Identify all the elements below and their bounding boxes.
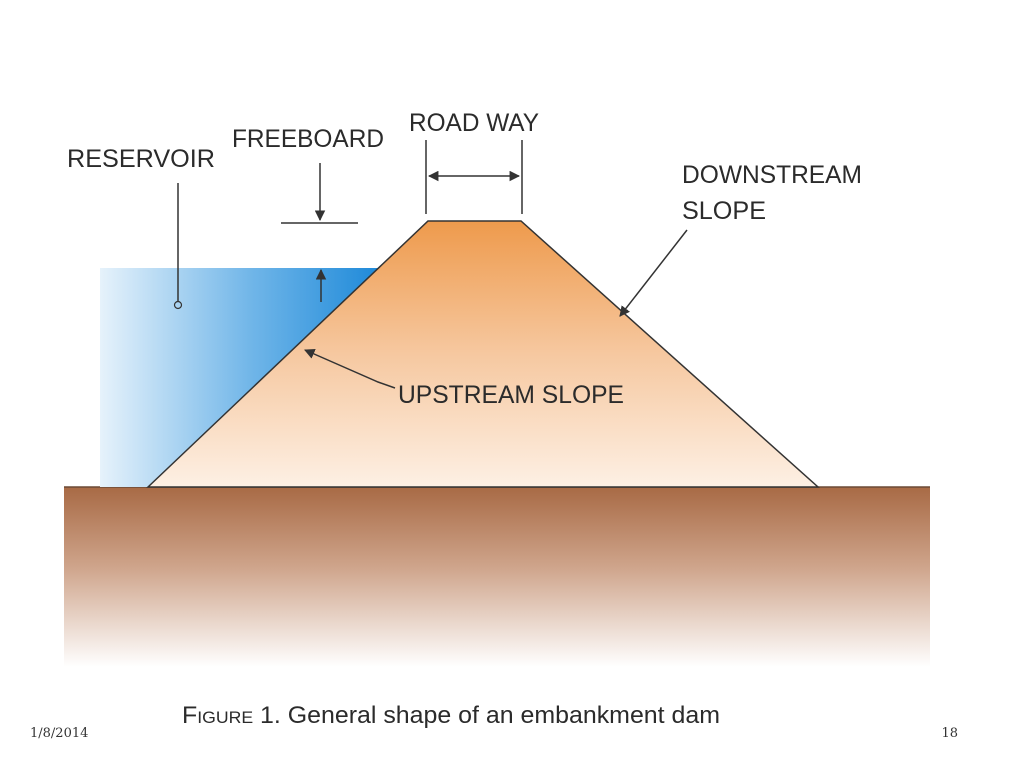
embankment-body — [146, 220, 820, 488]
foundation-ground — [64, 487, 930, 667]
label-freeboard: FREEBOARD — [232, 125, 384, 153]
reservoir-water — [100, 268, 378, 487]
label-upstream-slope: UPSTREAM SLOPE — [398, 381, 624, 409]
figure-caption: Figure 1. General shape of an embankment… — [182, 702, 720, 729]
label-reservoir: RESERVOIR — [67, 145, 215, 173]
caption-text: 1. General shape of an embankment dam — [253, 702, 720, 729]
label-road-way: ROAD WAY — [409, 109, 539, 137]
slide-date: 1/8/2014 — [30, 726, 89, 741]
label-downstream-line2: SLOPE — [682, 197, 766, 225]
caption-figure-word: Figure — [182, 702, 253, 729]
downstream-slope-leader — [619, 229, 688, 317]
slide-page-number: 18 — [941, 726, 958, 741]
upstream-slope-leader — [304, 348, 396, 389]
label-downstream-line1: DOWNSTREAM — [682, 161, 862, 189]
reservoir-leader-dot — [173, 300, 183, 310]
